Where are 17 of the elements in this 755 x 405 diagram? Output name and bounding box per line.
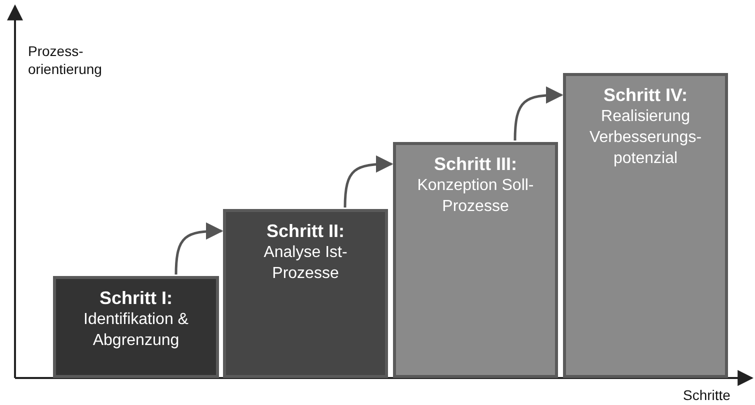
- axis-label: Schritte: [683, 386, 730, 404]
- step-bar: [563, 73, 728, 378]
- step-title: Schritt IV:: [602, 84, 688, 106]
- step-description: Konzeption Soll-Prozesse: [416, 176, 535, 217]
- curved-arrow: [514, 86, 564, 141]
- curved-arrow: [344, 155, 394, 208]
- curved-arrow: [174, 222, 224, 275]
- step-bar: [53, 276, 219, 378]
- step-bar: [393, 142, 558, 378]
- step-title: Schritt II:: [265, 220, 346, 242]
- step-description: Identifikation & Abgrenzung: [82, 310, 190, 351]
- step-title: Schritt I:: [98, 287, 174, 309]
- step-title: Schritt III:: [432, 153, 518, 175]
- axis-label: Prozess- orientierung: [28, 42, 103, 78]
- step-bar: [223, 209, 388, 378]
- step-description: Analyse Ist-Prozesse: [262, 243, 348, 284]
- step-description: Realisierung Verbesserungs- potenzial: [588, 107, 703, 169]
